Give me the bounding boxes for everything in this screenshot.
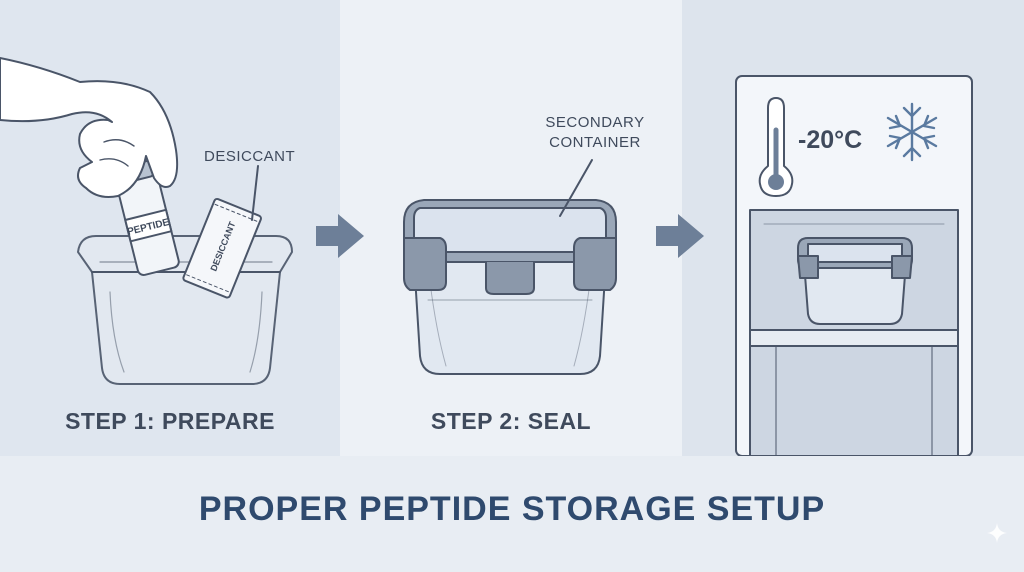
page-title: PROPER PEPTIDE STORAGE SETUP xyxy=(198,490,826,528)
storage-illustration: PEPTIDE DESICCANT xyxy=(0,57,973,456)
arrow-right-icon xyxy=(656,214,704,258)
step-2-panel: STEP 2: SEAL xyxy=(340,0,682,456)
thermometer-icon xyxy=(758,97,794,197)
desiccant-packet-icon xyxy=(182,197,262,299)
hand-icon xyxy=(0,57,179,198)
open-container-icon xyxy=(77,235,293,385)
snowflake-icon xyxy=(886,102,938,162)
desiccant-label: DESICCANT xyxy=(204,148,296,165)
secondary-container-leader-line xyxy=(559,159,593,217)
step-2-label: STEP 2: SEAL xyxy=(430,408,592,434)
sealed-container-icon xyxy=(403,199,617,375)
arrow-right-icon xyxy=(316,214,364,258)
sparkle-icon xyxy=(987,523,1007,543)
stored-container-icon xyxy=(797,237,913,325)
temperature-label: -20°C xyxy=(798,126,863,154)
step-1-label: STEP 1: PREPARE xyxy=(65,408,275,434)
secondary-container-label: SECONDARY CONTAINER xyxy=(545,114,645,151)
desiccant-leader-line xyxy=(251,165,259,221)
